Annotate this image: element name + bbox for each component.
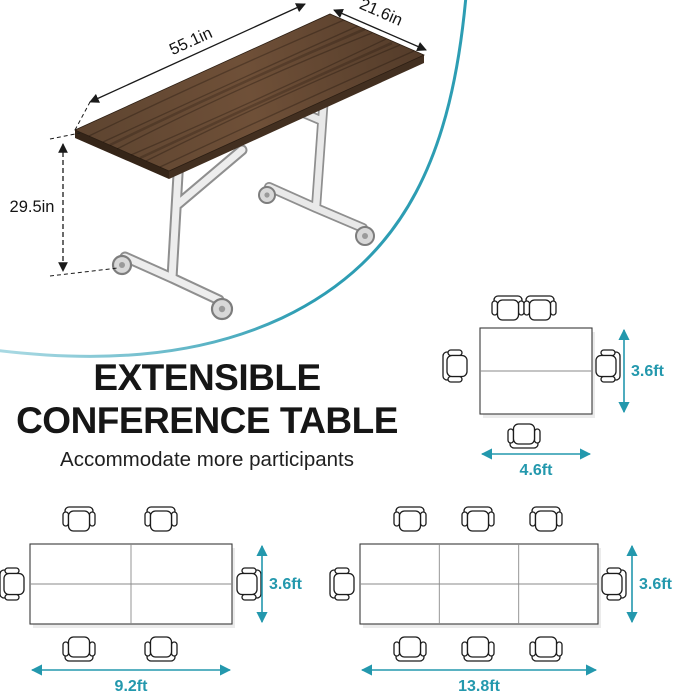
- chair: [144, 506, 178, 532]
- chair: [236, 567, 262, 601]
- depth-dimension-label: 21.6in: [357, 0, 405, 30]
- width-dimension-label: 4.6ft: [520, 462, 554, 479]
- width-dimension: 9.2ft: [30, 664, 232, 695]
- chair: [393, 506, 427, 532]
- arc-curve: [0, 0, 468, 358]
- height-dimension: 3.6ft: [626, 544, 673, 624]
- height-dimension-label: 3.6ft: [269, 576, 303, 593]
- caster-wheel: [355, 226, 375, 246]
- chair: [461, 506, 495, 532]
- tabletop: [74, 13, 425, 179]
- width-dimension: 13.8ft: [360, 664, 598, 695]
- chair: [442, 349, 468, 383]
- left-leg: [111, 134, 248, 321]
- table-top-view: [359, 543, 601, 628]
- chair: [529, 506, 563, 532]
- chair: [461, 636, 495, 662]
- width-dimension: 4.6ft: [480, 448, 592, 479]
- width-dimension-label: 13.8ft: [458, 678, 500, 695]
- chair: [491, 295, 525, 321]
- table-top-view: [29, 543, 235, 628]
- height-dimension: 29.5in: [10, 132, 119, 277]
- chair: [507, 423, 541, 449]
- chair: [144, 636, 178, 662]
- caster-wheel: [258, 186, 276, 204]
- chair: [329, 567, 355, 601]
- chair: [62, 506, 96, 532]
- page-title-line-1: EXTENSIBLE: [93, 357, 321, 398]
- height-dimension: 3.6ft: [256, 544, 303, 624]
- chair: [529, 636, 563, 662]
- chair: [601, 567, 627, 601]
- chair: [0, 567, 25, 601]
- page-title-line-2: CONFERENCE TABLE: [16, 400, 398, 441]
- height-dimension-label: 3.6ft: [639, 576, 673, 593]
- layout-diagram-double: 3.6ft 9.2ft: [0, 506, 303, 695]
- layout-diagram-single: 3.6ft 4.6ft: [442, 295, 665, 479]
- chair: [62, 636, 96, 662]
- page-subtitle: Accommodate more participants: [60, 448, 354, 471]
- chair: [595, 349, 621, 383]
- caster-wheel: [111, 254, 133, 276]
- right-leg: [258, 63, 375, 246]
- height-dimension: 3.6ft: [618, 328, 665, 414]
- caster-wheel: [210, 297, 234, 321]
- height-dimension-label: 29.5in: [10, 198, 55, 216]
- height-dimension-label: 3.6ft: [631, 363, 665, 380]
- length-dimension-label: 55.1in: [167, 24, 215, 59]
- table-illustration: 55.1in 21.6in 29.5in: [10, 0, 427, 321]
- heading-block: EXTENSIBLE CONFERENCE TABLE Accommodate …: [6, 356, 408, 472]
- width-dimension-label: 9.2ft: [115, 678, 149, 695]
- chair: [393, 636, 427, 662]
- chair: [523, 295, 557, 321]
- layout-diagram-triple: 3.6ft 13.8ft: [329, 506, 673, 695]
- table-top-view: [479, 327, 595, 418]
